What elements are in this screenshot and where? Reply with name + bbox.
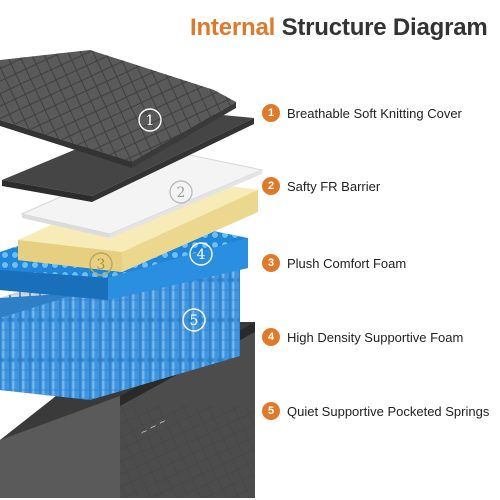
knitting-cover-layer — [0, 50, 236, 168]
callout-2-number: 2 — [177, 185, 186, 201]
callout-4-number: 4 — [197, 247, 206, 263]
legend-badge-2: 2 — [262, 177, 280, 195]
legend-badge-5: 5 — [262, 402, 280, 420]
legend-item-5: 5 Quiet Supportive Pocketed Springs — [262, 401, 489, 421]
legend-label-5: Quiet Supportive Pocketed Springs — [287, 404, 489, 419]
legend-label-2: Safty FR Barrier — [287, 179, 380, 194]
callout-1-number: 1 — [146, 113, 155, 129]
legend-badge-1: 1 — [262, 104, 280, 122]
callout-3-number: 3 — [97, 257, 106, 273]
legend-label-3: Plush Comfort Foam — [287, 256, 406, 271]
layer-legend: 1 Breathable Soft Knitting Cover 2 Safty… — [262, 0, 500, 500]
legend-label-4: High Density Supportive Foam — [287, 330, 463, 345]
legend-item-1: 1 Breathable Soft Knitting Cover — [262, 103, 462, 123]
legend-badge-3: 3 — [262, 254, 280, 272]
legend-item-4: 4 High Density Supportive Foam — [262, 327, 463, 347]
legend-item-3: 3 Plush Comfort Foam — [262, 253, 406, 273]
legend-label-1: Breathable Soft Knitting Cover — [287, 106, 462, 121]
legend-item-2: 2 Safty FR Barrier — [262, 176, 380, 196]
callout-5-number: 5 — [190, 313, 199, 329]
legend-badge-4: 4 — [262, 328, 280, 346]
